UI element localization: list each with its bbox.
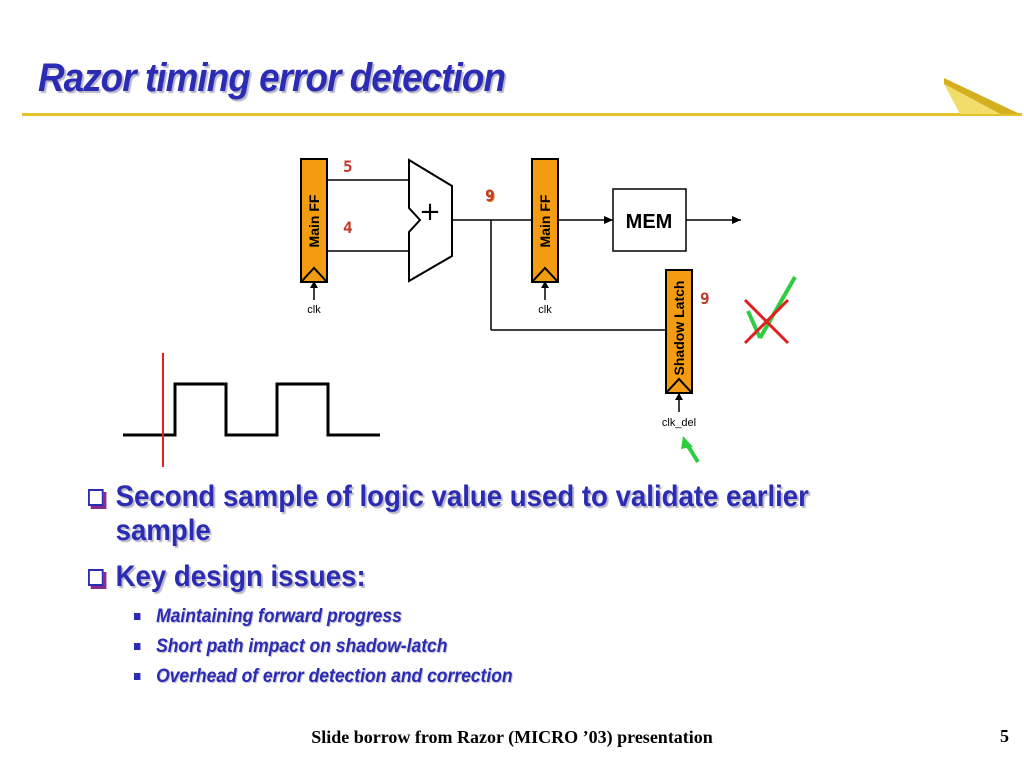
page-number: 5 [1000,726,1009,746]
bullet-list: Second sample of logic value used to val… [88,480,968,696]
square-bullet-icon [134,613,141,620]
sum-value-orange: 9 [486,187,496,206]
mem-label: MEM [626,211,673,233]
sub-bullet-item: Overhead of error detection and correcti… [134,666,901,688]
sum-value-red: 9 [485,186,495,205]
bullet-text: Key design issues: [115,560,366,593]
clk-right-label: clk [538,304,552,316]
square-bullet-icon [134,673,141,680]
shadow-latch-label: Shadow Latch [671,281,687,376]
square-bullet-icon [134,643,141,650]
sub-bullet-text: Overhead of error detection and correcti… [156,666,513,687]
clk-del-label: clk_del [662,417,696,429]
adder-symbol: + [419,197,441,227]
checkbox-bullet-icon [88,569,104,586]
sub-bullet-item: Maintaining forward progress [134,606,901,628]
corner-chevron-decoration [944,78,1020,114]
clock-waveform [123,382,380,437]
slide-footer: Slide borrow from Razor (MICRO ’03) pres… [311,727,713,747]
sub-bullet-item: Short path impact on shadow-latch [134,636,901,658]
bullet-item: Key design issues: [88,560,898,594]
bullet-text: Second sample of logic value used to val… [115,480,809,547]
cross-mark-icon [743,298,790,345]
checkbox-bullet-icon [88,489,104,506]
title-underline [22,113,1022,116]
input-top-value: 5 [343,157,353,176]
sub-bullet-text: Short path impact on shadow-latch [156,636,448,657]
adder [408,158,453,283]
clk-left-label: clk [307,304,321,316]
green-arrow-icon [681,436,700,464]
sub-bullet-text: Maintaining forward progress [156,606,402,627]
slide-title: Razor timing error detection [38,56,506,100]
shadow-value: 9 [700,289,710,308]
shadow-latch [665,269,693,394]
mem-block [612,188,687,252]
bullet-item: Second sample of logic value used to val… [88,480,898,548]
input-bottom-value: 4 [343,218,353,237]
main-ff-right-label: Main FF [537,194,553,247]
main-ff-left-label: Main FF [306,194,322,247]
check-mark-icon [746,276,797,339]
